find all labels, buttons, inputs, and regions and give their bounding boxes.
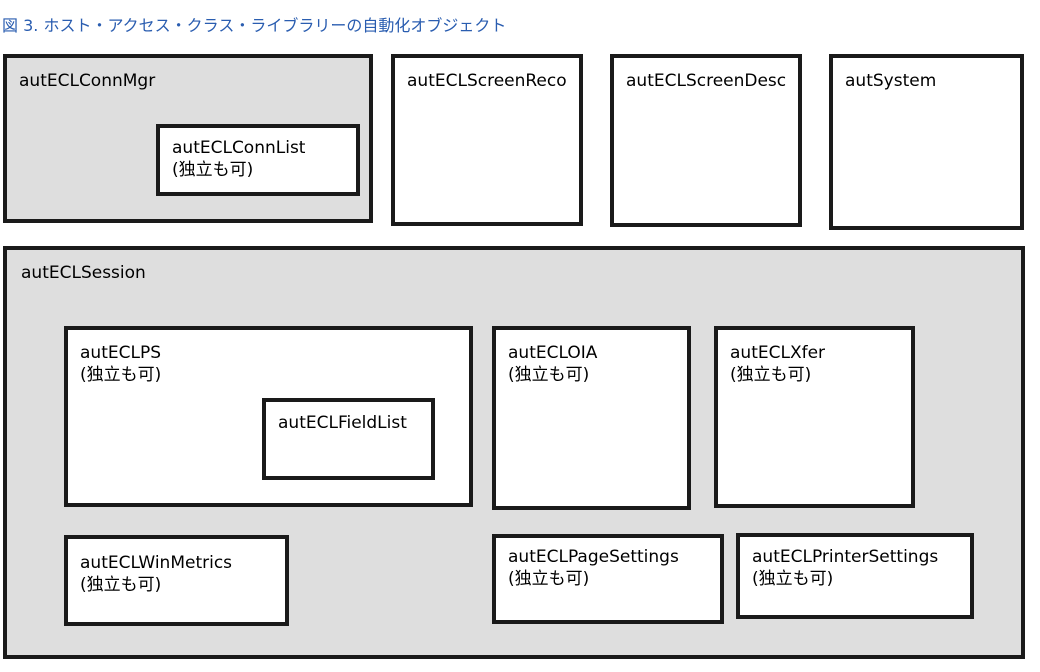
figure-caption: 図 3. ホスト・アクセス・クラス・ライブラリーの自動化オブジェクト xyxy=(2,16,507,35)
screen-desc-title: autECLScreenDesc xyxy=(626,71,787,91)
screen-reco-title: autECLScreenReco xyxy=(407,71,567,91)
printer-settings-note: (独立も可) xyxy=(752,569,834,589)
page-settings-note: (独立も可) xyxy=(508,569,590,589)
conn-list-box: autECLConnList (独立も可) xyxy=(156,124,360,196)
screen-reco-box: autECLScreenReco xyxy=(391,54,583,226)
page-settings-box: autECLPageSettings (独立も可) xyxy=(492,534,724,624)
screen-desc-box: autECLScreenDesc xyxy=(610,54,802,227)
oia-note: (独立も可) xyxy=(508,365,590,385)
ps-title: autECLPS xyxy=(80,343,161,363)
printer-settings-box: autECLPrinterSettings (独立も可) xyxy=(736,533,974,619)
xfer-note: (独立も可) xyxy=(730,365,812,385)
field-list-box: autECLFieldList xyxy=(262,398,435,480)
conn-mgr-title: autECLConnMgr xyxy=(19,71,156,91)
win-metrics-note: (独立も可) xyxy=(80,575,162,595)
field-list-title: autECLFieldList xyxy=(278,413,407,433)
ps-note: (独立も可) xyxy=(80,365,162,385)
printer-settings-title: autECLPrinterSettings xyxy=(752,547,939,567)
system-title: autSystem xyxy=(845,71,937,91)
system-box: autSystem xyxy=(829,54,1024,230)
win-metrics-box: autECLWinMetrics (独立も可) xyxy=(64,535,289,626)
win-metrics-title: autECLWinMetrics xyxy=(80,553,233,573)
session-title: autECLSession xyxy=(21,263,146,283)
xfer-title: autECLXfer xyxy=(730,343,826,363)
xfer-box: autECLXfer (独立も可) xyxy=(714,326,915,508)
page-settings-title: autECLPageSettings xyxy=(508,547,679,567)
conn-list-title: autECLConnList xyxy=(172,138,306,158)
conn-list-note: (独立も可) xyxy=(172,160,254,180)
oia-title: autECLOIA xyxy=(508,343,598,363)
oia-box: autECLOIA (独立も可) xyxy=(492,326,691,510)
